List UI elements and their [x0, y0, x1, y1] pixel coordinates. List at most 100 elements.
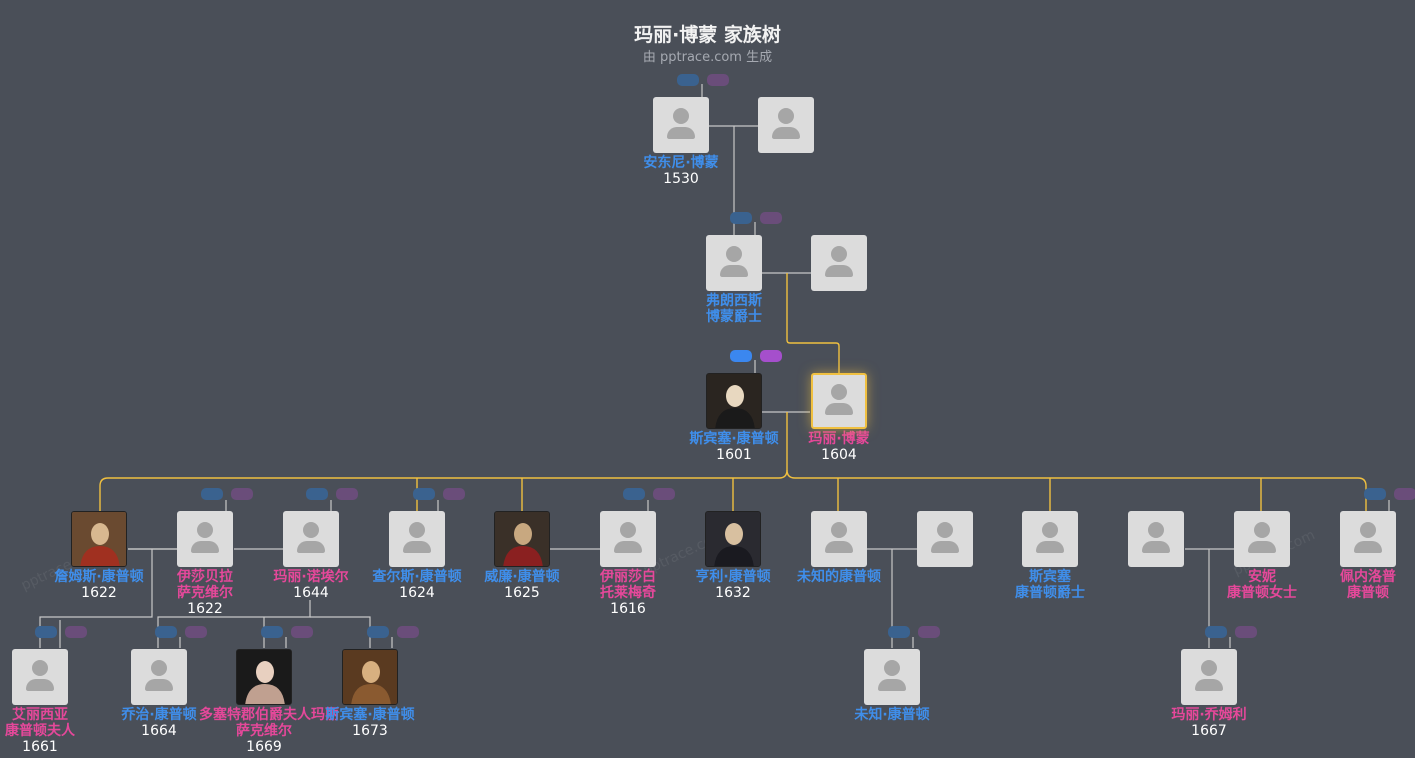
avatar-placeholder-icon[interactable] [1181, 649, 1237, 705]
avatar-placeholder-icon[interactable] [811, 373, 867, 429]
avatar-placeholder-icon[interactable] [917, 511, 973, 567]
portrait-svg [707, 374, 761, 428]
avatar-head-icon [831, 246, 847, 262]
portrait-icon[interactable] [236, 649, 292, 705]
avatar-placeholder-icon[interactable] [864, 649, 920, 705]
person-card-unknown-compton[interactable]: 未知的康普顿 [774, 511, 904, 585]
avatar-head-icon [726, 246, 742, 262]
expand-ancestors-button[interactable] [201, 488, 223, 500]
expand-ancestors-button[interactable] [413, 488, 435, 500]
avatar-placeholder-icon[interactable] [177, 511, 233, 567]
expand-ancestors-button[interactable] [367, 626, 389, 638]
expand-spouse-button[interactable] [397, 626, 419, 638]
avatar-placeholder-icon[interactable] [283, 511, 339, 567]
avatar-placeholder-icon[interactable] [131, 649, 187, 705]
person-card-anne-spouse[interactable] [1091, 511, 1221, 567]
expand-spouse-button[interactable] [760, 350, 782, 362]
avatar-placeholder-icon[interactable] [653, 97, 709, 153]
person-name: 佩内洛普 [1340, 569, 1396, 585]
portrait-icon[interactable] [71, 511, 127, 567]
portrait-svg [343, 650, 397, 704]
avatar-head-icon [620, 522, 636, 538]
avatar-placeholder-icon[interactable] [600, 511, 656, 567]
expand-spouse-button[interactable] [291, 626, 313, 638]
expand-ancestors-button[interactable] [730, 350, 752, 362]
avatar-placeholder-icon[interactable] [811, 235, 867, 291]
person-card-francis[interactable]: 弗朗西斯博蒙爵士 [669, 235, 799, 325]
person-name: 弗朗西斯 [706, 293, 762, 309]
expand-spouse-button[interactable] [653, 488, 675, 500]
expand-spouse-button[interactable] [760, 212, 782, 224]
portrait-icon[interactable] [705, 511, 761, 567]
expand-ancestors-button[interactable] [155, 626, 177, 638]
avatar-placeholder-icon[interactable] [758, 97, 814, 153]
person-card-anne[interactable]: 安妮康普顿女士 [1197, 511, 1327, 601]
person-card-penelope[interactable]: 佩内洛普康普顿 [1303, 511, 1415, 601]
avatar-placeholder-icon[interactable] [1022, 511, 1078, 567]
avatar-placeholder-icon[interactable] [1128, 511, 1184, 567]
expand-spouse-button[interactable] [185, 626, 207, 638]
person-name: 博蒙爵士 [706, 309, 762, 325]
portrait-icon[interactable] [494, 511, 550, 567]
person-card-spencer-sir[interactable]: 斯宾塞康普顿爵士 [985, 511, 1115, 601]
expand-ancestors-button[interactable] [623, 488, 645, 500]
expand-spouse-button[interactable] [1394, 488, 1415, 500]
avatar-placeholder-icon[interactable] [1340, 511, 1396, 567]
avatar-head-icon [1254, 522, 1270, 538]
expand-ancestors-button[interactable] [306, 488, 328, 500]
portrait-svg [72, 512, 126, 566]
avatar-body-icon [825, 403, 853, 415]
person-card-anthony-spouse[interactable] [721, 97, 851, 153]
highlight-link [786, 273, 840, 373]
person-birth-year: 1661 [22, 739, 58, 755]
expand-ancestors-button[interactable] [1364, 488, 1386, 500]
expand-spouse-button[interactable] [918, 626, 940, 638]
expand-spouse-button[interactable] [65, 626, 87, 638]
avatar-placeholder-icon[interactable] [389, 511, 445, 567]
avatar-body-icon [667, 127, 695, 139]
person-card-francis-spouse[interactable] [774, 235, 904, 291]
expand-spouse-button[interactable] [336, 488, 358, 500]
avatar-placeholder-icon[interactable] [706, 235, 762, 291]
avatar-body-icon [1142, 541, 1170, 553]
person-birth-year: 1667 [1191, 723, 1227, 739]
avatar-placeholder-icon[interactable] [12, 649, 68, 705]
avatar-head-icon [151, 660, 167, 676]
avatar-head-icon [884, 660, 900, 676]
person-birth-year: 1622 [81, 585, 117, 601]
expand-ancestors-button[interactable] [730, 212, 752, 224]
portrait-icon[interactable] [342, 649, 398, 705]
expand-ancestors-button[interactable] [35, 626, 57, 638]
expand-ancestors-button[interactable] [261, 626, 283, 638]
person-card-unknown-son[interactable]: 未知·康普顿 [827, 649, 957, 723]
avatar-head-icon [303, 522, 319, 538]
avatar-placeholder-icon[interactable] [1234, 511, 1290, 567]
person-name: 萨克维尔 [177, 585, 233, 601]
expand-ancestors-button[interactable] [888, 626, 910, 638]
expand-spouse-button[interactable] [231, 488, 253, 500]
avatar-placeholder-icon[interactable] [811, 511, 867, 567]
expand-ancestors-button[interactable] [677, 74, 699, 86]
expand-spouse-button[interactable] [443, 488, 465, 500]
expand-spouse-button[interactable] [707, 74, 729, 86]
person-card-unknown-spouse[interactable] [880, 511, 1010, 567]
expand-spouse-button[interactable] [1235, 626, 1257, 638]
portrait-icon[interactable] [706, 373, 762, 429]
person-name: 托莱梅奇 [600, 585, 656, 601]
expand-ancestors-button[interactable] [1205, 626, 1227, 638]
